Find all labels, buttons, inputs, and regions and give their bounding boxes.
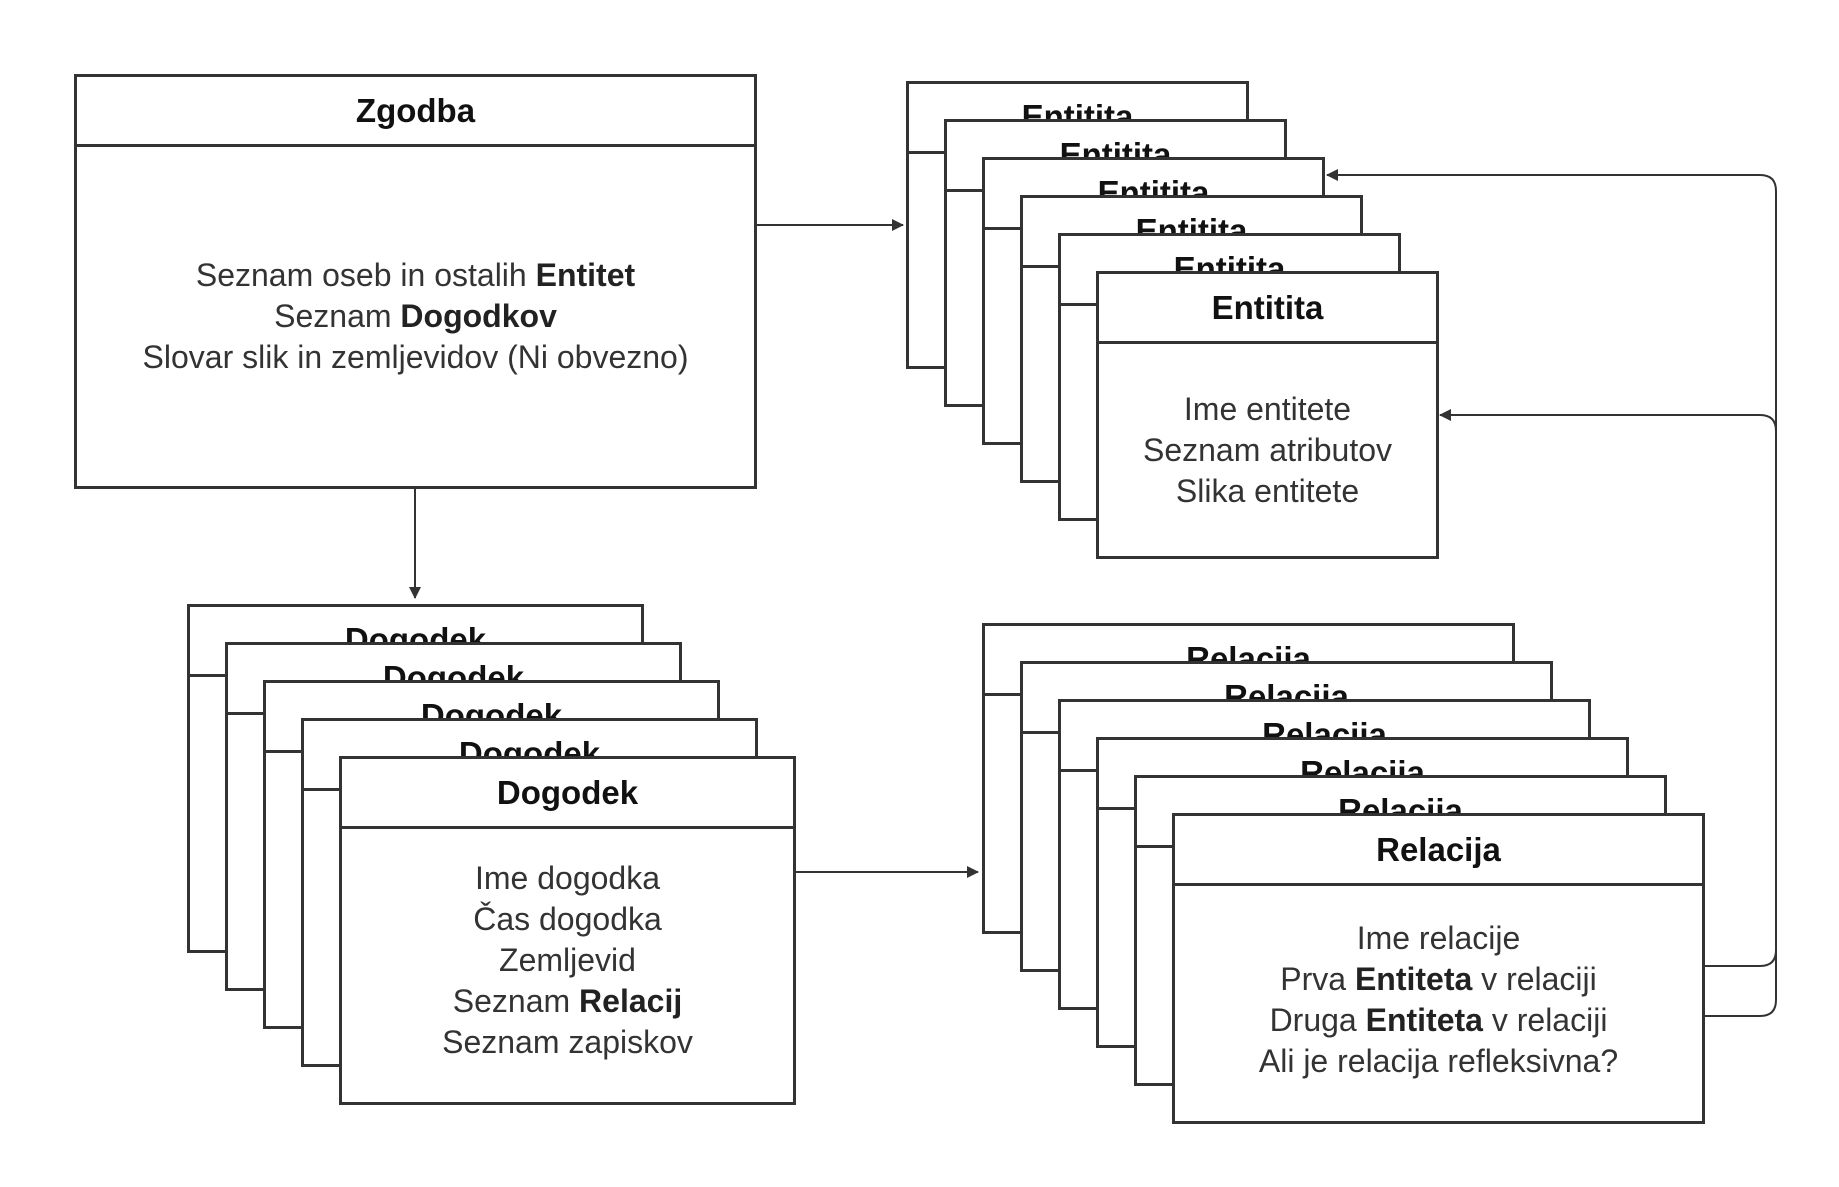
zgodba-body: Seznam oseb in ostalih Entitet Seznam Do… [77,147,754,486]
zgodba-line-entitete: Seznam oseb in ostalih Entitet [195,257,636,293]
entiteta-line-atributi: Seznam atributov [1142,431,1392,468]
dogodek-card-front: Dogodek Ime dogodka Čas dogodka Zemljevi… [339,756,796,1105]
entiteta-card-title: Entitita [1099,274,1436,344]
relacija-line-prva: Prva Entiteta v relaciji [1280,960,1597,997]
arrow-relacija-druga-to-entiteta [1439,409,1777,1017]
dogodek-line-zapiski: Seznam zapiskov [442,1024,693,1060]
entiteta-body: Ime entitete Seznam atributov Slika enti… [1099,344,1436,556]
zgodba-line-slovar: Slovar slik in zemljevidov (Ni obvezno) [142,339,689,375]
relacija-line-refleksivna: Ali je relacija refleksivna? [1258,1042,1619,1079]
relacija-body: Ime relacije Prva Entiteta v relaciji Dr… [1175,886,1702,1121]
zgodba-title: Zgodba [77,77,754,147]
dogodek-line-zemljevid: Zemljevid [499,942,636,978]
dogodek-line-relacije: Seznam Relacij [452,983,683,1019]
relacija-line-druga: Druga Entiteta v relaciji [1269,1001,1608,1038]
relacija-line-ime: Ime relacije [1356,919,1521,956]
entiteta-line-slika: Slika entitete [1175,472,1360,509]
dogodek-body: Ime dogodka Čas dogodka Zemljevid Seznam… [342,829,793,1102]
dogodek-card-title: Dogodek [342,759,793,829]
relacija-card-title: Relacija [1175,816,1702,886]
relacija-card-front: Relacija Ime relacije Prva Entiteta v re… [1172,813,1705,1124]
entiteta-line-ime: Ime entitete [1183,390,1352,427]
entiteta-card-front: Entitita Ime entitete Seznam atributov S… [1096,271,1439,559]
dogodek-line-cas: Čas dogodka [473,901,662,937]
dogodek-line-ime: Ime dogodka [474,860,660,896]
zgodba-box: Zgodba Seznam oseb in ostalih Entitet Se… [74,74,757,489]
zgodba-line-dogodki: Seznam Dogodkov [274,298,557,334]
